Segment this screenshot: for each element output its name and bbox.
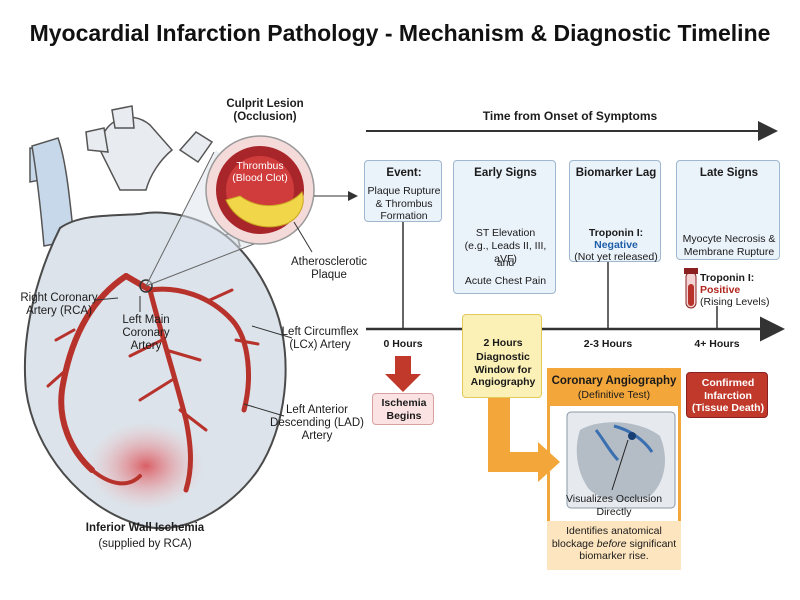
culprit-lesion-label: Culprit Lesion (Occlusion) <box>226 98 304 124</box>
angiography-note-b: before <box>596 537 627 550</box>
infarction-label: Confirmed Infarction (Tissue Death) <box>691 377 765 415</box>
troponin-positive-value: Positive <box>700 284 741 296</box>
and-label: and <box>496 257 515 269</box>
late-signs-box: Late Signs Myocyte Necrosis & Membrane R… <box>676 160 780 260</box>
angiography-note: Identifies anatomical blockage before si… <box>547 521 681 570</box>
ischemia-begins-label: Ischemia Begins <box>381 397 427 422</box>
angiography-panel: Coronary Angiography (Definitive Test) V… <box>547 368 681 570</box>
heart-illustration <box>23 105 287 530</box>
troponin-positive-tube <box>684 268 698 309</box>
st-elevation-label: ST Elevation <box>475 227 536 239</box>
page-title: Myocardial Infarction Pathology - Mechan… <box>29 20 771 46</box>
necrosis-text: Myocyte Necrosis & Membrane Rupture <box>682 233 776 258</box>
plaque-label: Atherosclerotic Plaque <box>290 256 368 282</box>
ischemia-subtitle: (supplied by RCA) <box>98 538 192 550</box>
left-main-label: Left Main Coronary Artery <box>122 314 170 353</box>
leads-label: (e.g., Leads II, III, aVF) <box>464 240 547 265</box>
tick-2-hours: 2 Hours <box>483 337 523 349</box>
angiography-subtitle: (Definitive Test) <box>577 389 651 401</box>
lad-label: Left Anterior Descending (LAD) Artery <box>270 404 364 443</box>
event-title: Event: <box>386 167 422 179</box>
diagnostic-window-box: 2 Hours Diagnostic Window for Angiograph… <box>462 314 542 398</box>
ischemia-begins-box: Ischemia Begins <box>372 393 434 425</box>
troponin-positive-note: (Rising Levels) <box>700 296 770 308</box>
diagnostic-window-label: Diagnostic Window for Angiography <box>470 351 536 389</box>
angiography-note-c: significant biomarker rise. <box>579 537 677 563</box>
angiography-image <box>566 411 676 509</box>
troponin-positive-label: Troponin I: <box>700 272 755 284</box>
early-signs-box: Early Signs ST Elevation (e.g., Leads II… <box>453 160 556 294</box>
event-box: Event: Plaque Rupture & Thrombus Formati… <box>364 160 442 222</box>
troponin-negative-note: (Not yet released) <box>574 251 658 263</box>
tick-2-3-hours: 2-3 Hours <box>583 338 633 350</box>
infarction-box: Confirmed Infarction (Tissue Death) <box>686 372 768 418</box>
thrombus-label: Thrombus (Blood Clot) <box>232 160 288 185</box>
late-signs-title: Late Signs <box>699 167 759 179</box>
angiography-title: Coronary Angiography <box>551 375 677 387</box>
tick-0-hours: 0 Hours <box>383 338 423 350</box>
angiography-visual-label: Visualizes Occlusion Directly <box>565 493 663 518</box>
early-signs-title: Early Signs <box>474 167 537 179</box>
ischemia-title: Inferior Wall Ischemia <box>85 522 205 534</box>
tick-4-hours: 4+ Hours <box>694 338 740 350</box>
rca-label: Right Coronary Artery (RCA) <box>20 292 98 318</box>
lcx-label: Left Circumflex (LCx) Artery <box>281 326 359 352</box>
angiography-header-bg <box>547 368 681 406</box>
chest-pain-label: Acute Chest Pain <box>464 275 547 287</box>
culprit-lesion-zoom <box>205 135 315 245</box>
angiography-note-a: Identifies anatomical blockage <box>551 525 662 550</box>
troponin-negative-label: Troponin I: <box>588 227 644 239</box>
timeline-header: Time from Onset of Symptoms <box>482 109 658 123</box>
event-text: Plaque Rupture & Thrombus Formation <box>367 185 441 223</box>
biomarker-lag-box: Biomarker Lag Troponin I: Negative (Not … <box>569 160 661 263</box>
troponin-negative-value: Negative <box>594 239 638 251</box>
biomarker-lag-title: Biomarker Lag <box>575 167 657 179</box>
